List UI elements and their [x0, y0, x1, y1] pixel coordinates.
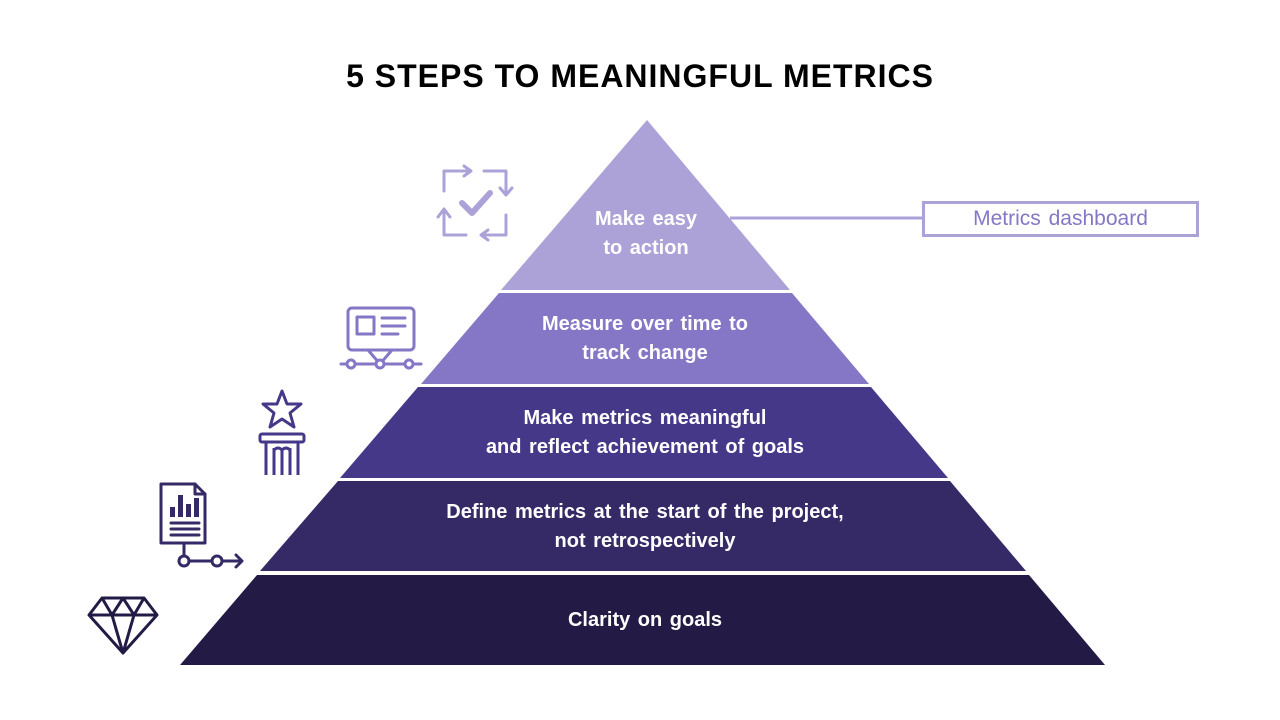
pyramid-layer-4 [260, 481, 1026, 571]
layer-2-label: Measure over time to track change [541, 313, 749, 364]
layer-5-label: Clarity on goals [567, 609, 723, 631]
diamond-icon [87, 596, 159, 655]
star-pedestal-icon [258, 389, 306, 475]
slide-title: 5 STEPS TO MEANINGFUL METRICS [346, 58, 934, 94]
layer-3-label: Make metrics meaningful and reflect achi… [485, 407, 805, 458]
checklist-cycle-icon [436, 164, 514, 242]
pyramid-layer-2 [421, 293, 869, 384]
metrics-dashboard-callout: Metrics dashboard [922, 201, 1199, 237]
pyramid-layer-5 [180, 575, 1105, 665]
timeline-card-icon [339, 306, 423, 370]
pyramid-layer-1 [501, 120, 790, 290]
report-flow-icon [159, 482, 244, 569]
pyramid-layer-3 [340, 387, 948, 478]
layer-4-label: Define metrics at the start of the proje… [446, 501, 844, 552]
layer-1-label: Make easy to action [594, 208, 698, 259]
